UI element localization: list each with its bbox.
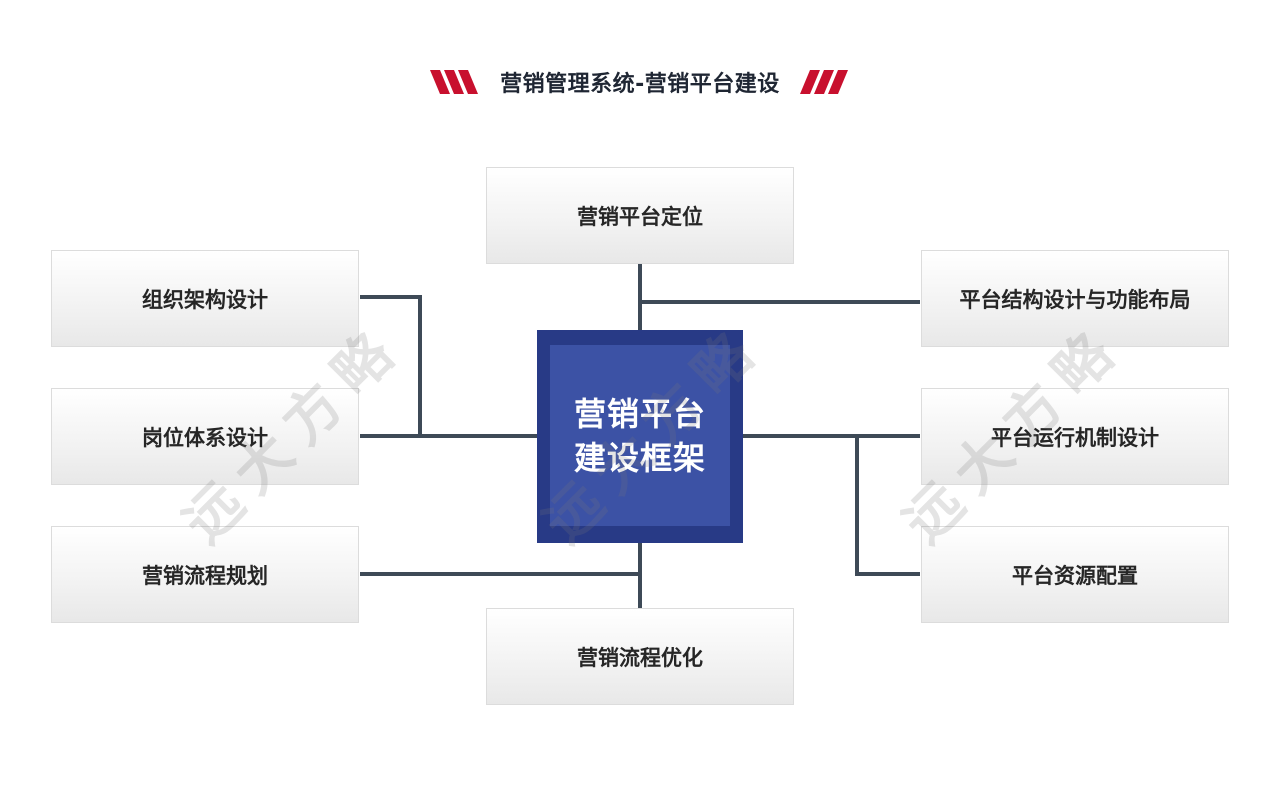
- center-node-inner: 营销平台 建设框架: [550, 345, 730, 526]
- node-left-middle: 岗位体系设计: [51, 388, 359, 485]
- node-left-top: 组织架构设计: [51, 250, 359, 347]
- node-left-bottom-label: 营销流程规划: [142, 563, 268, 588]
- node-right-middle: 平台运行机制设计: [921, 388, 1229, 485]
- node-right-bottom-label: 平台资源配置: [1012, 563, 1138, 588]
- node-right-top: 平台结构设计与功能布局: [921, 250, 1229, 347]
- title-bar: 营销管理系统-营销平台建设: [0, 62, 1280, 102]
- node-left-bottom: 营销流程规划: [51, 526, 359, 623]
- node-bottom-label: 营销流程优化: [577, 645, 703, 670]
- node-top-label: 营销平台定位: [577, 204, 703, 229]
- node-right-middle-label: 平台运行机制设计: [991, 425, 1159, 450]
- node-right-bottom: 平台资源配置: [921, 526, 1229, 623]
- center-label-line1: 营销平台: [573, 394, 706, 433]
- center-label-line2: 建设框架: [573, 438, 706, 477]
- node-right-top-label: 平台结构设计与功能布局: [959, 287, 1191, 312]
- center-node: 营销平台 建设框架: [537, 330, 743, 543]
- node-left-top-label: 组织架构设计: [142, 287, 268, 312]
- node-bottom: 营销流程优化: [486, 608, 794, 705]
- node-top: 营销平台定位: [486, 167, 794, 264]
- connector-left-top: [360, 295, 422, 436]
- connector-right-bottom: [855, 436, 920, 576]
- left-stripes-decoration: [430, 70, 479, 94]
- right-stripes-decoration: [799, 70, 848, 94]
- node-left-middle-label: 岗位体系设计: [142, 425, 268, 450]
- page-title: 营销管理系统-营销平台建设: [500, 72, 780, 97]
